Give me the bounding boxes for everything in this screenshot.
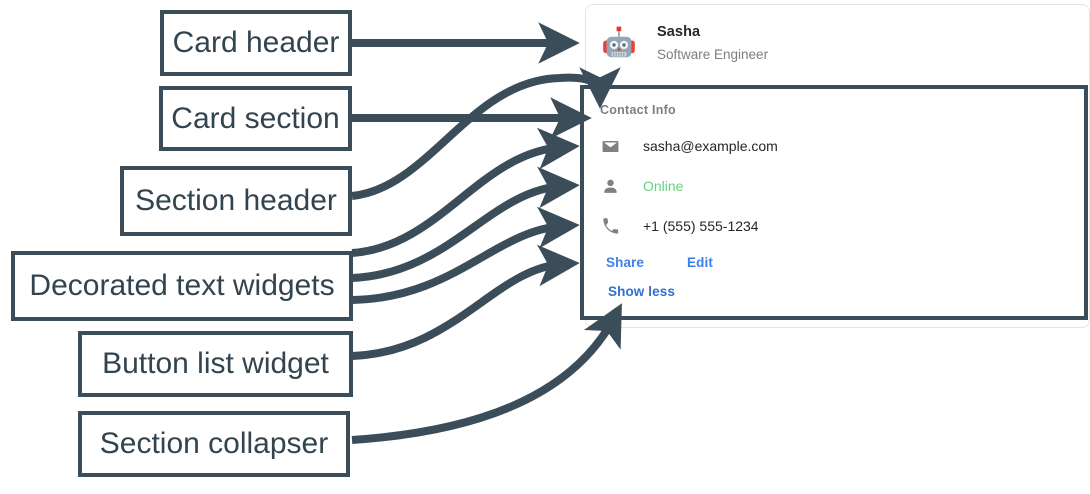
card-header-text: Sasha Software Engineer (657, 23, 768, 65)
person-icon (600, 176, 620, 196)
annotation-decorated-text-widgets: Decorated text widgets (11, 251, 353, 321)
arrow-section-collapser (351, 303, 622, 444)
share-button[interactable]: Share (606, 255, 645, 270)
annotation-card-header: Card header (160, 10, 352, 76)
annotation-label-text: Section header (135, 184, 337, 217)
annotation-label-text: Card section (171, 101, 340, 135)
annotation-section-collapser: Section collapser (78, 411, 350, 477)
card-section-body (584, 89, 1086, 318)
annotation-label-text: Button list widget (102, 347, 329, 380)
arrow-decorated-status (351, 166, 580, 282)
robot-avatar-icon (599, 24, 639, 64)
decorated-text-row-email: sasha@example.com (600, 136, 778, 156)
profile-subtitle: Software Engineer (657, 46, 769, 62)
arrow-decorated-email (351, 127, 580, 257)
arrow-button-list (351, 244, 580, 360)
card-header-region: Sasha Software Engineer (586, 5, 1086, 83)
edit-button[interactable]: Edit (687, 255, 713, 270)
section-collapser-button[interactable]: Show less (608, 284, 675, 299)
phone-icon (600, 216, 620, 236)
phone-value: +1 (555) 555-1234 (643, 218, 759, 234)
annotation-label-text: Section collapser (99, 427, 329, 460)
annotation-label-text: Decorated text widgets (29, 269, 335, 302)
arrow-decorated-phone (351, 206, 580, 304)
annotation-card-section: Card section (159, 86, 352, 151)
status-value: Online (643, 178, 684, 194)
decorated-text-row-phone: +1 (555) 555-1234 (600, 216, 759, 236)
arrow-section-header (351, 67, 621, 200)
annotation-section-header: Section header (120, 166, 352, 236)
email-icon (600, 136, 620, 156)
card-section-highlight (580, 85, 1088, 320)
annotation-label-text: Card header (172, 26, 340, 59)
annotation-button-list-widget: Button list widget (78, 331, 353, 397)
button-list-widget: Share Edit (606, 255, 713, 270)
email-value: sasha@example.com (643, 138, 778, 154)
profile-name: Sasha (657, 24, 701, 41)
decorated-text-row-status: Online (600, 176, 683, 196)
